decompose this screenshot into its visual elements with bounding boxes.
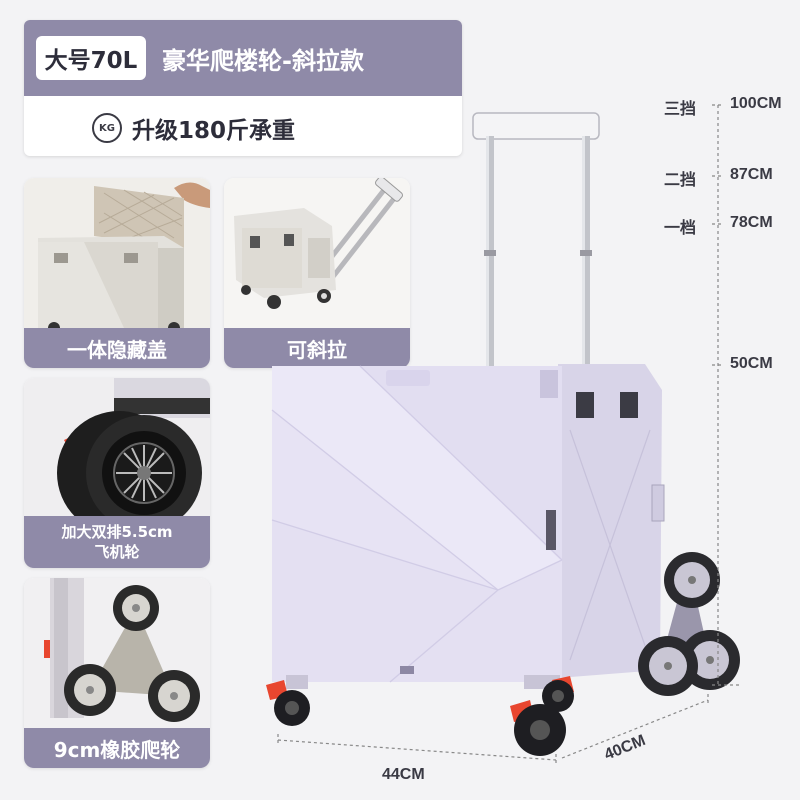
width-label: 44CM bbox=[382, 766, 425, 783]
size-tag: 大号70L bbox=[36, 36, 146, 80]
feature-card-tilt-pull: 可斜拉 bbox=[224, 178, 410, 368]
title-card: 大号70L 豪华爬楼轮-斜拉款 KG 升级180斤承重 bbox=[24, 20, 462, 156]
feature-caption-two-line: 加大双排5.5cm 飞机轮 bbox=[24, 516, 210, 568]
gear-label: 一档 bbox=[664, 220, 697, 237]
caster-wheel-left bbox=[266, 675, 310, 726]
load-capacity-row: KG 升级180斤承重 bbox=[92, 108, 452, 148]
feature-caption-line: 加大双排5.5cm bbox=[61, 523, 173, 541]
box-height-label: 50CM bbox=[730, 355, 773, 372]
feature-caption: 一体隐藏盖 bbox=[24, 328, 210, 368]
feature-caption-line: 飞机轮 bbox=[94, 543, 140, 561]
cart-illustration bbox=[266, 112, 740, 756]
cart-handle-grip bbox=[472, 112, 600, 140]
load-capacity-text: 升级180斤承重 bbox=[132, 118, 296, 144]
cart-side-panel bbox=[558, 364, 662, 678]
gear-label: 二挡 bbox=[664, 172, 697, 189]
caster-wheel-center bbox=[542, 675, 574, 712]
feature-card-airplane-wheels: 加大双排5.5cm 飞机轮 bbox=[24, 378, 210, 568]
caster-wheel-right bbox=[510, 675, 566, 756]
title-band: 大号70L 豪华爬楼轮-斜拉款 bbox=[24, 20, 462, 96]
model-title: 豪华爬楼轮-斜拉款 bbox=[162, 46, 364, 75]
feature-card-hidden-lid: 一体隐藏盖 bbox=[24, 178, 210, 368]
height-label: 87CM bbox=[730, 166, 773, 183]
gear-label: 三挡 bbox=[664, 101, 697, 118]
feature-card-stair-wheels: 9cm橡胶爬轮 bbox=[24, 578, 210, 768]
feature-caption: 可斜拉 bbox=[224, 328, 410, 368]
weight-icon: KG bbox=[92, 113, 122, 143]
height-label: 78CM bbox=[730, 214, 773, 231]
feature-caption: 9cm橡胶爬轮 bbox=[24, 728, 210, 768]
height-label: 100CM bbox=[730, 95, 782, 112]
